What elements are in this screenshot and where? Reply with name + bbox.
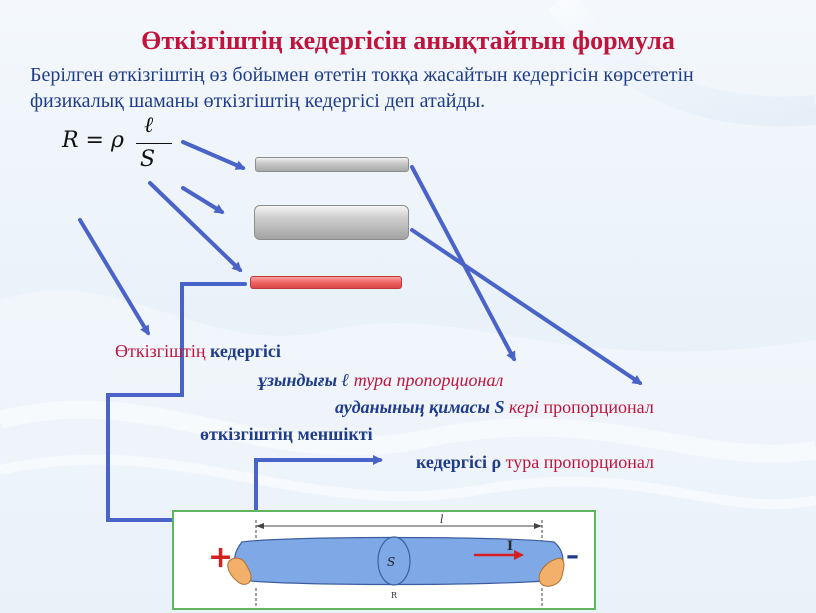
arrow-r-to-label xyxy=(78,218,150,336)
statement-resistance: Өткізгіштің кедергісі xyxy=(115,341,281,362)
arrow-formula-to-thin xyxy=(181,140,246,170)
cross-section-ellipse xyxy=(377,536,411,586)
current-label: I xyxy=(507,539,513,554)
statement-area-rest: пропорционал xyxy=(539,397,654,417)
statement-length-rest: тура пропорционал xyxy=(349,370,504,390)
conductor-illustration: l S I + – R xyxy=(172,510,596,610)
thin-long-conductor xyxy=(255,157,409,172)
statement-length-bold: ұзындығы ℓ xyxy=(258,370,350,390)
statement-resistance-prefix: Өткізгіштің xyxy=(115,341,210,361)
formula-denominator: S xyxy=(140,147,156,172)
arrow-formula-to-thick xyxy=(181,186,225,214)
statement-length: ұзындығы ℓ тура пропорционал xyxy=(258,370,503,391)
left-terminal xyxy=(227,557,252,585)
formula-numerator: ℓ xyxy=(144,113,154,138)
resistance-formula: R = ρ ℓ S xyxy=(62,112,182,182)
thick-conductor xyxy=(254,205,409,240)
definition-text: Берілген өткізгіштің өз бойымен өтетін т… xyxy=(30,64,694,112)
arrow-rho-path xyxy=(106,282,383,522)
statement-area-bold: ауданының қимасы S xyxy=(335,397,505,417)
statement-rho: кедергісі ρ тура пропорционал xyxy=(416,452,654,473)
statement-area-italic: кері xyxy=(504,397,540,417)
right-terminal xyxy=(538,557,565,587)
statement-resistance-bold: кедергісі xyxy=(209,341,281,361)
statement-rho-bold: кедергісі ρ xyxy=(416,452,502,472)
statement-resistivity: өткізгіштің меншікті xyxy=(200,424,373,445)
fraction-bar xyxy=(136,143,172,144)
length-label: l xyxy=(440,513,444,526)
statement-rho-rest: тура пропорционал xyxy=(501,452,654,472)
statement-area: ауданының қимасы S кері пропорционал xyxy=(335,397,654,418)
arrow-formula-to-red xyxy=(148,181,243,273)
area-label: S xyxy=(387,555,395,569)
formula-lhs: R = ρ xyxy=(62,128,124,153)
red-conductor xyxy=(250,276,402,289)
arrow-area-to-s xyxy=(410,228,643,385)
plus-sign: + xyxy=(208,540,233,575)
minus-sign: – xyxy=(566,541,579,571)
statement-resistivity-bold: өткізгіштің меншікті xyxy=(200,424,373,444)
page-title: Өткізгіштің кедергісін анықтайтын формул… xyxy=(141,26,675,55)
resistance-label: R xyxy=(391,591,398,600)
